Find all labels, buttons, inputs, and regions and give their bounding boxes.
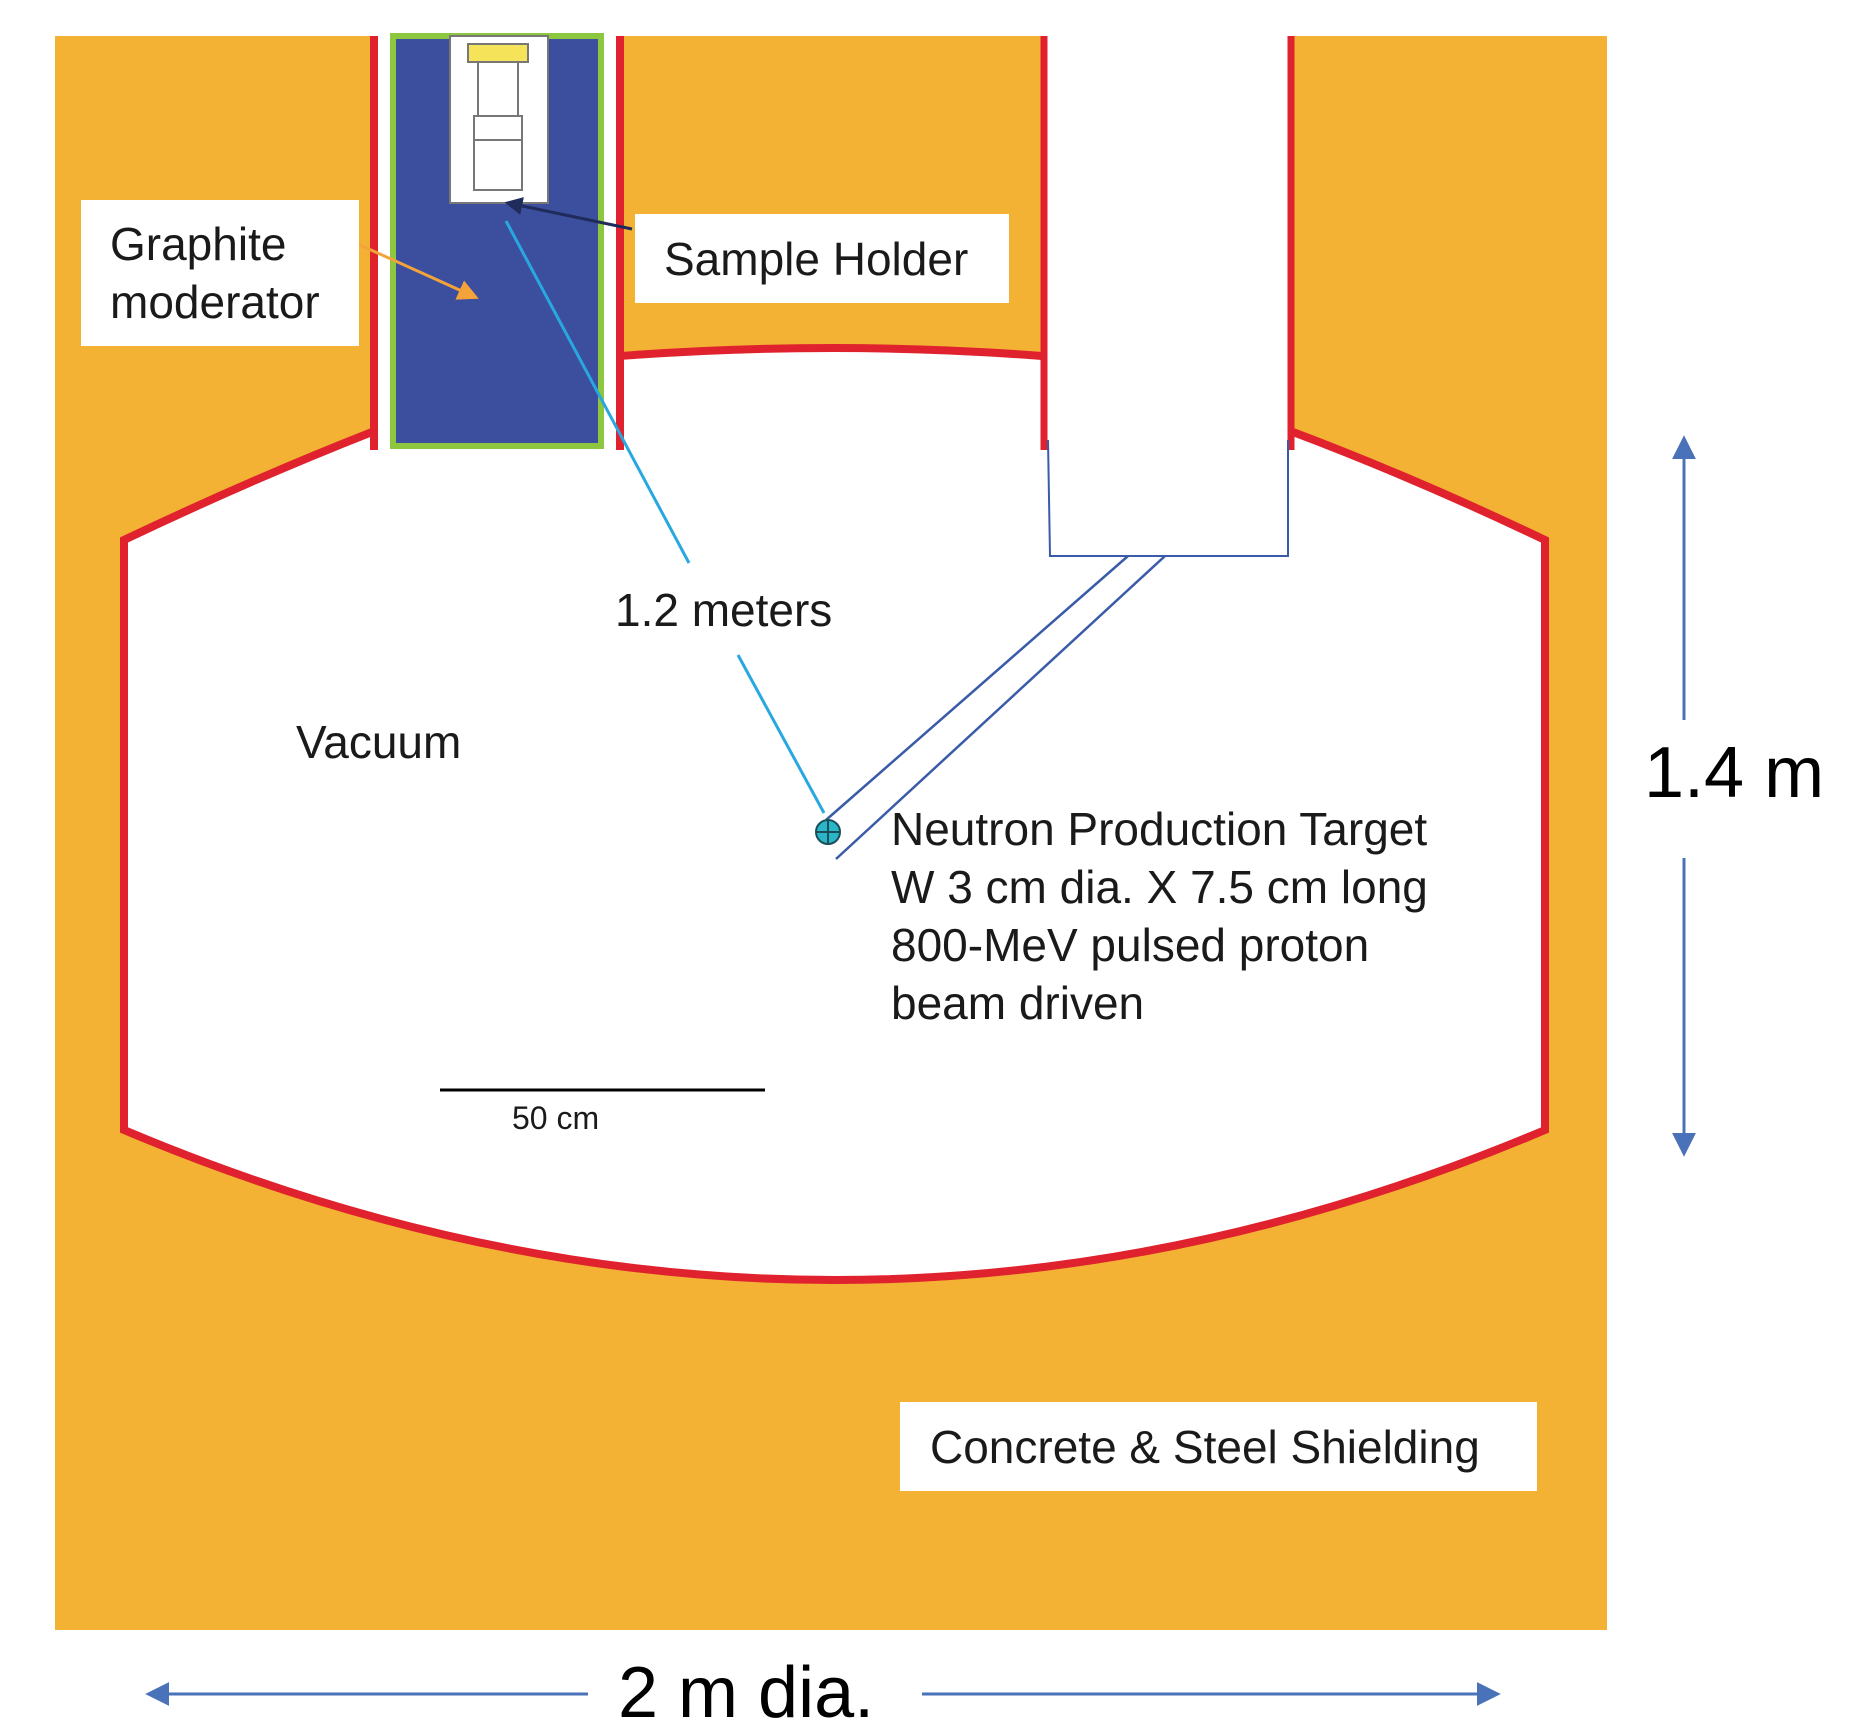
beam-pipe-upper	[825, 555, 1129, 821]
scale-bar-label: 50 cm	[512, 1100, 600, 1136]
target-description-line2: W 3 cm dia. X 7.5 cm long	[891, 861, 1428, 913]
graphite-label-line1: Graphite	[110, 218, 287, 270]
height-dimension-label: 1.4 m	[1644, 733, 1825, 813]
vessel-top-arc	[619, 344, 1043, 360]
sample-holder-label: Sample Holder	[664, 233, 969, 285]
graphite-label-line2: moderator	[110, 276, 320, 328]
target-description: Neutron Production Target W 3 cm dia. X …	[891, 800, 1428, 1032]
beam-channel	[1042, 36, 1293, 556]
sample-holder-label-box	[635, 214, 1009, 303]
beam-window	[1047, 439, 1289, 557]
sample-holder	[449, 35, 549, 204]
target-description-line4: beam driven	[891, 977, 1145, 1029]
graphite-pointer-arrow	[339, 234, 479, 300]
target-description-line1: Neutron Production Target	[891, 803, 1428, 855]
distance-label: 1.2 meters	[615, 584, 833, 636]
distance-leader-upper	[504, 220, 691, 564]
graphite-label-box	[81, 200, 359, 346]
shielding-label-box	[900, 1402, 1537, 1491]
vacuum-label: Vacuum	[296, 716, 462, 768]
width-dimension-label: 2 m dia.	[618, 1653, 875, 1733]
shielding-label: Concrete & Steel Shielding	[930, 1421, 1480, 1473]
neutron-target	[815, 819, 841, 845]
sample-holder-pointer-arrow	[504, 197, 633, 231]
target-description-line3: 800-MeV pulsed proton	[891, 919, 1370, 971]
beam-pipe-lower	[835, 555, 1166, 860]
vessel-wall	[120, 428, 1549, 1284]
distance-leader-lower	[736, 654, 826, 814]
graphite-label: Graphite moderator	[110, 215, 320, 331]
